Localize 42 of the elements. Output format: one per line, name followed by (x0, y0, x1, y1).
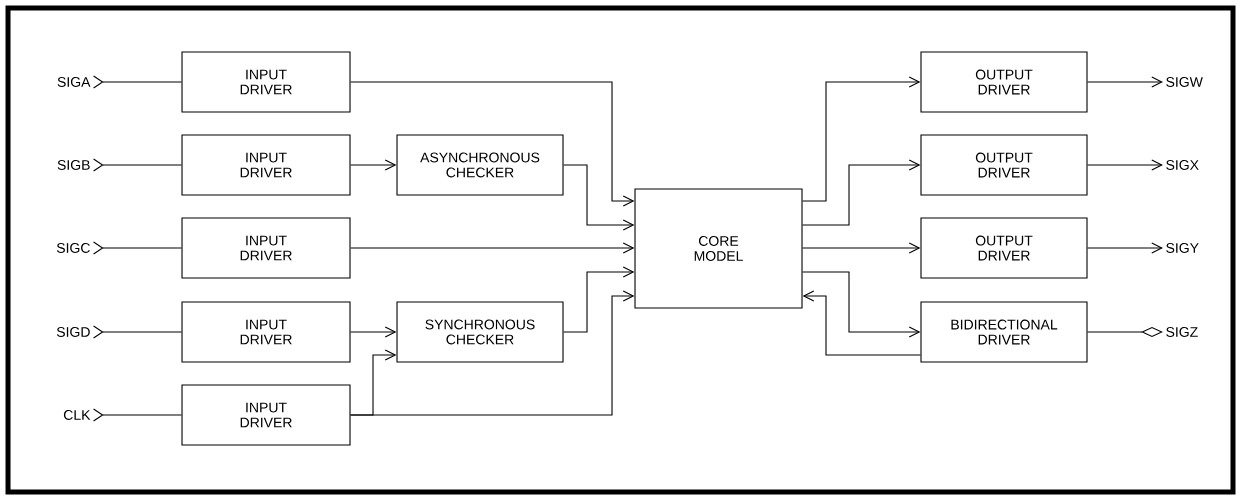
signal-label: CLK (63, 410, 91, 420)
process-box: INPUT DRIVER (181, 301, 351, 363)
signal-label: SIGD (56, 327, 90, 337)
process-box: INPUT DRIVER (181, 217, 351, 279)
arrow (563, 266, 635, 333)
connector (93, 241, 182, 255)
arrow (802, 242, 921, 254)
process-box: INPUT DRIVER (181, 384, 351, 446)
arrow (1087, 76, 1163, 88)
signal-label: SIGB (57, 160, 90, 170)
arrow (1087, 159, 1163, 171)
arrow (563, 164, 635, 231)
signal-label: SIGZ (1166, 327, 1198, 337)
process-box: CORE MODEL (634, 188, 803, 309)
arrow (1087, 242, 1163, 254)
arrow (802, 159, 921, 226)
process-box: INPUT DRIVER (181, 134, 351, 196)
connector (93, 408, 182, 422)
connector (93, 325, 182, 339)
arrow (802, 271, 921, 338)
arrow (350, 159, 397, 171)
arrow (802, 76, 921, 202)
arrow (350, 326, 397, 338)
connector (93, 75, 182, 89)
signal-label: SIGA (57, 77, 91, 87)
connector (1087, 327, 1163, 337)
signal-label: SIGW (1166, 77, 1203, 87)
signal-label: SIGC (56, 243, 90, 253)
signal-label: SIGX (1166, 160, 1199, 170)
process-box: SYNCHRONOUS CHECKER (396, 301, 564, 363)
process-box: INPUT DRIVER (181, 51, 351, 113)
arrow (350, 290, 635, 416)
arrow (802, 290, 921, 356)
arrow (350, 81, 635, 207)
process-box: OUTPUT DRIVER (920, 51, 1088, 113)
signal-label: SIGY (1166, 243, 1199, 253)
process-box: OUTPUT DRIVER (920, 217, 1088, 279)
process-box: BIDIRECTIONAL DRIVER (920, 301, 1088, 363)
arrow (350, 242, 635, 254)
connector (93, 158, 182, 172)
process-box: ASYNCHRONOUS CHECKER (396, 134, 564, 196)
process-box: OUTPUT DRIVER (920, 134, 1088, 196)
